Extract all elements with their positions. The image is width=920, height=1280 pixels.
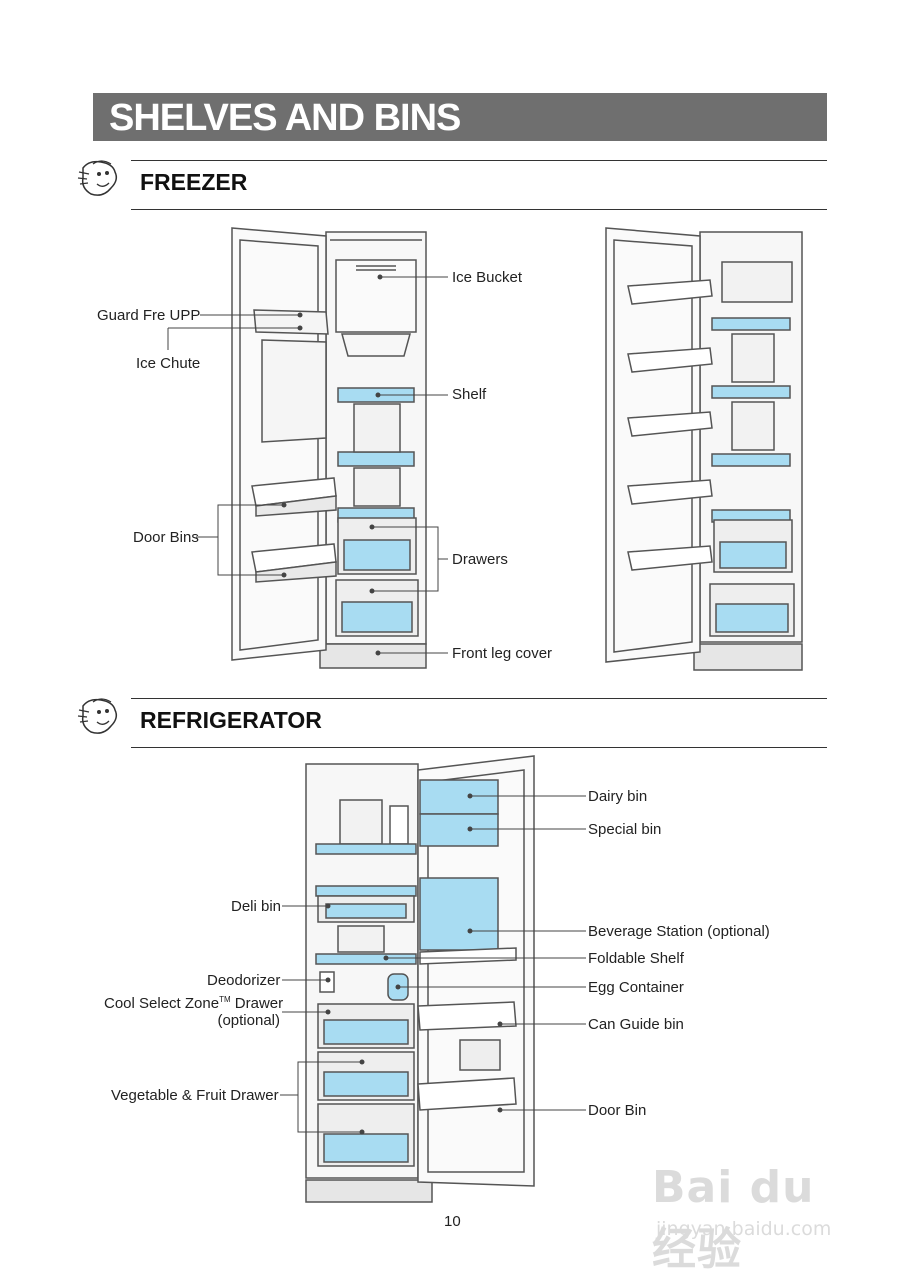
label-deodorizer: Deodorizer: [207, 972, 281, 989]
label-beverage-station: Beverage Station (optional): [588, 923, 770, 940]
label-vegetable-drawer: Vegetable & Fruit Drawer: [111, 1087, 279, 1104]
label-ice-bucket: Ice Bucket: [452, 269, 523, 286]
divider: [131, 698, 827, 699]
label-deli-bin: Deli bin: [231, 898, 282, 915]
label-guard: Guard Fre UPP: [97, 307, 201, 324]
divider: [131, 209, 827, 210]
label-foldable-shelf: Foldable Shelf: [588, 950, 684, 967]
label-dairy-bin: Dairy bin: [588, 788, 648, 805]
label-door-bin: Door Bin: [588, 1102, 647, 1119]
cool-select-optional: (optional): [217, 1012, 280, 1029]
watermark-main: Bai du 经验: [652, 1162, 815, 1275]
label-egg-container: Egg Container: [588, 979, 684, 996]
refrigerator-illustration: [305, 755, 535, 1203]
label-can-guide-bin: Can Guide bin: [588, 1016, 684, 1033]
refrigerator-section-header: REFRIGERATOR: [75, 698, 827, 748]
label-door-bins: Door Bins: [133, 529, 199, 546]
cool-select-prefix: Cool Select Zone: [104, 995, 220, 1012]
section-title: FREEZER: [140, 169, 248, 195]
cool-select-suffix: Drawer: [230, 995, 284, 1012]
divider: [131, 747, 827, 748]
freezer-section-header: FREEZER: [75, 160, 827, 210]
label-special-bin: Special bin: [588, 821, 662, 838]
freezer-illustration-dispenser: [231, 227, 427, 669]
mascot-icon: [77, 698, 118, 734]
divider: [131, 160, 827, 161]
page-number: 10: [444, 1213, 461, 1230]
label-cool-select-zone: Cool Select ZoneTM Drawer (optional): [104, 995, 283, 1029]
section-title: REFRIGERATOR: [140, 707, 322, 733]
mascot-icon: [77, 160, 118, 196]
watermark: Bai du 经验 jingyan.baidu.com: [652, 1140, 872, 1275]
freezer-illustration-plain: [605, 227, 803, 671]
page-title: SHELVES AND BINS: [109, 97, 461, 139]
label-shelf: Shelf: [452, 386, 487, 403]
label-ice-chute: Ice Chute: [136, 355, 201, 372]
page-title-banner: SHELVES AND BINS: [93, 93, 827, 141]
watermark-url: jingyan.baidu.com: [656, 1218, 832, 1240]
label-front-leg-cover: Front leg cover: [452, 645, 553, 662]
trademark-mark: TM: [219, 995, 231, 1004]
label-drawers: Drawers: [452, 551, 508, 568]
